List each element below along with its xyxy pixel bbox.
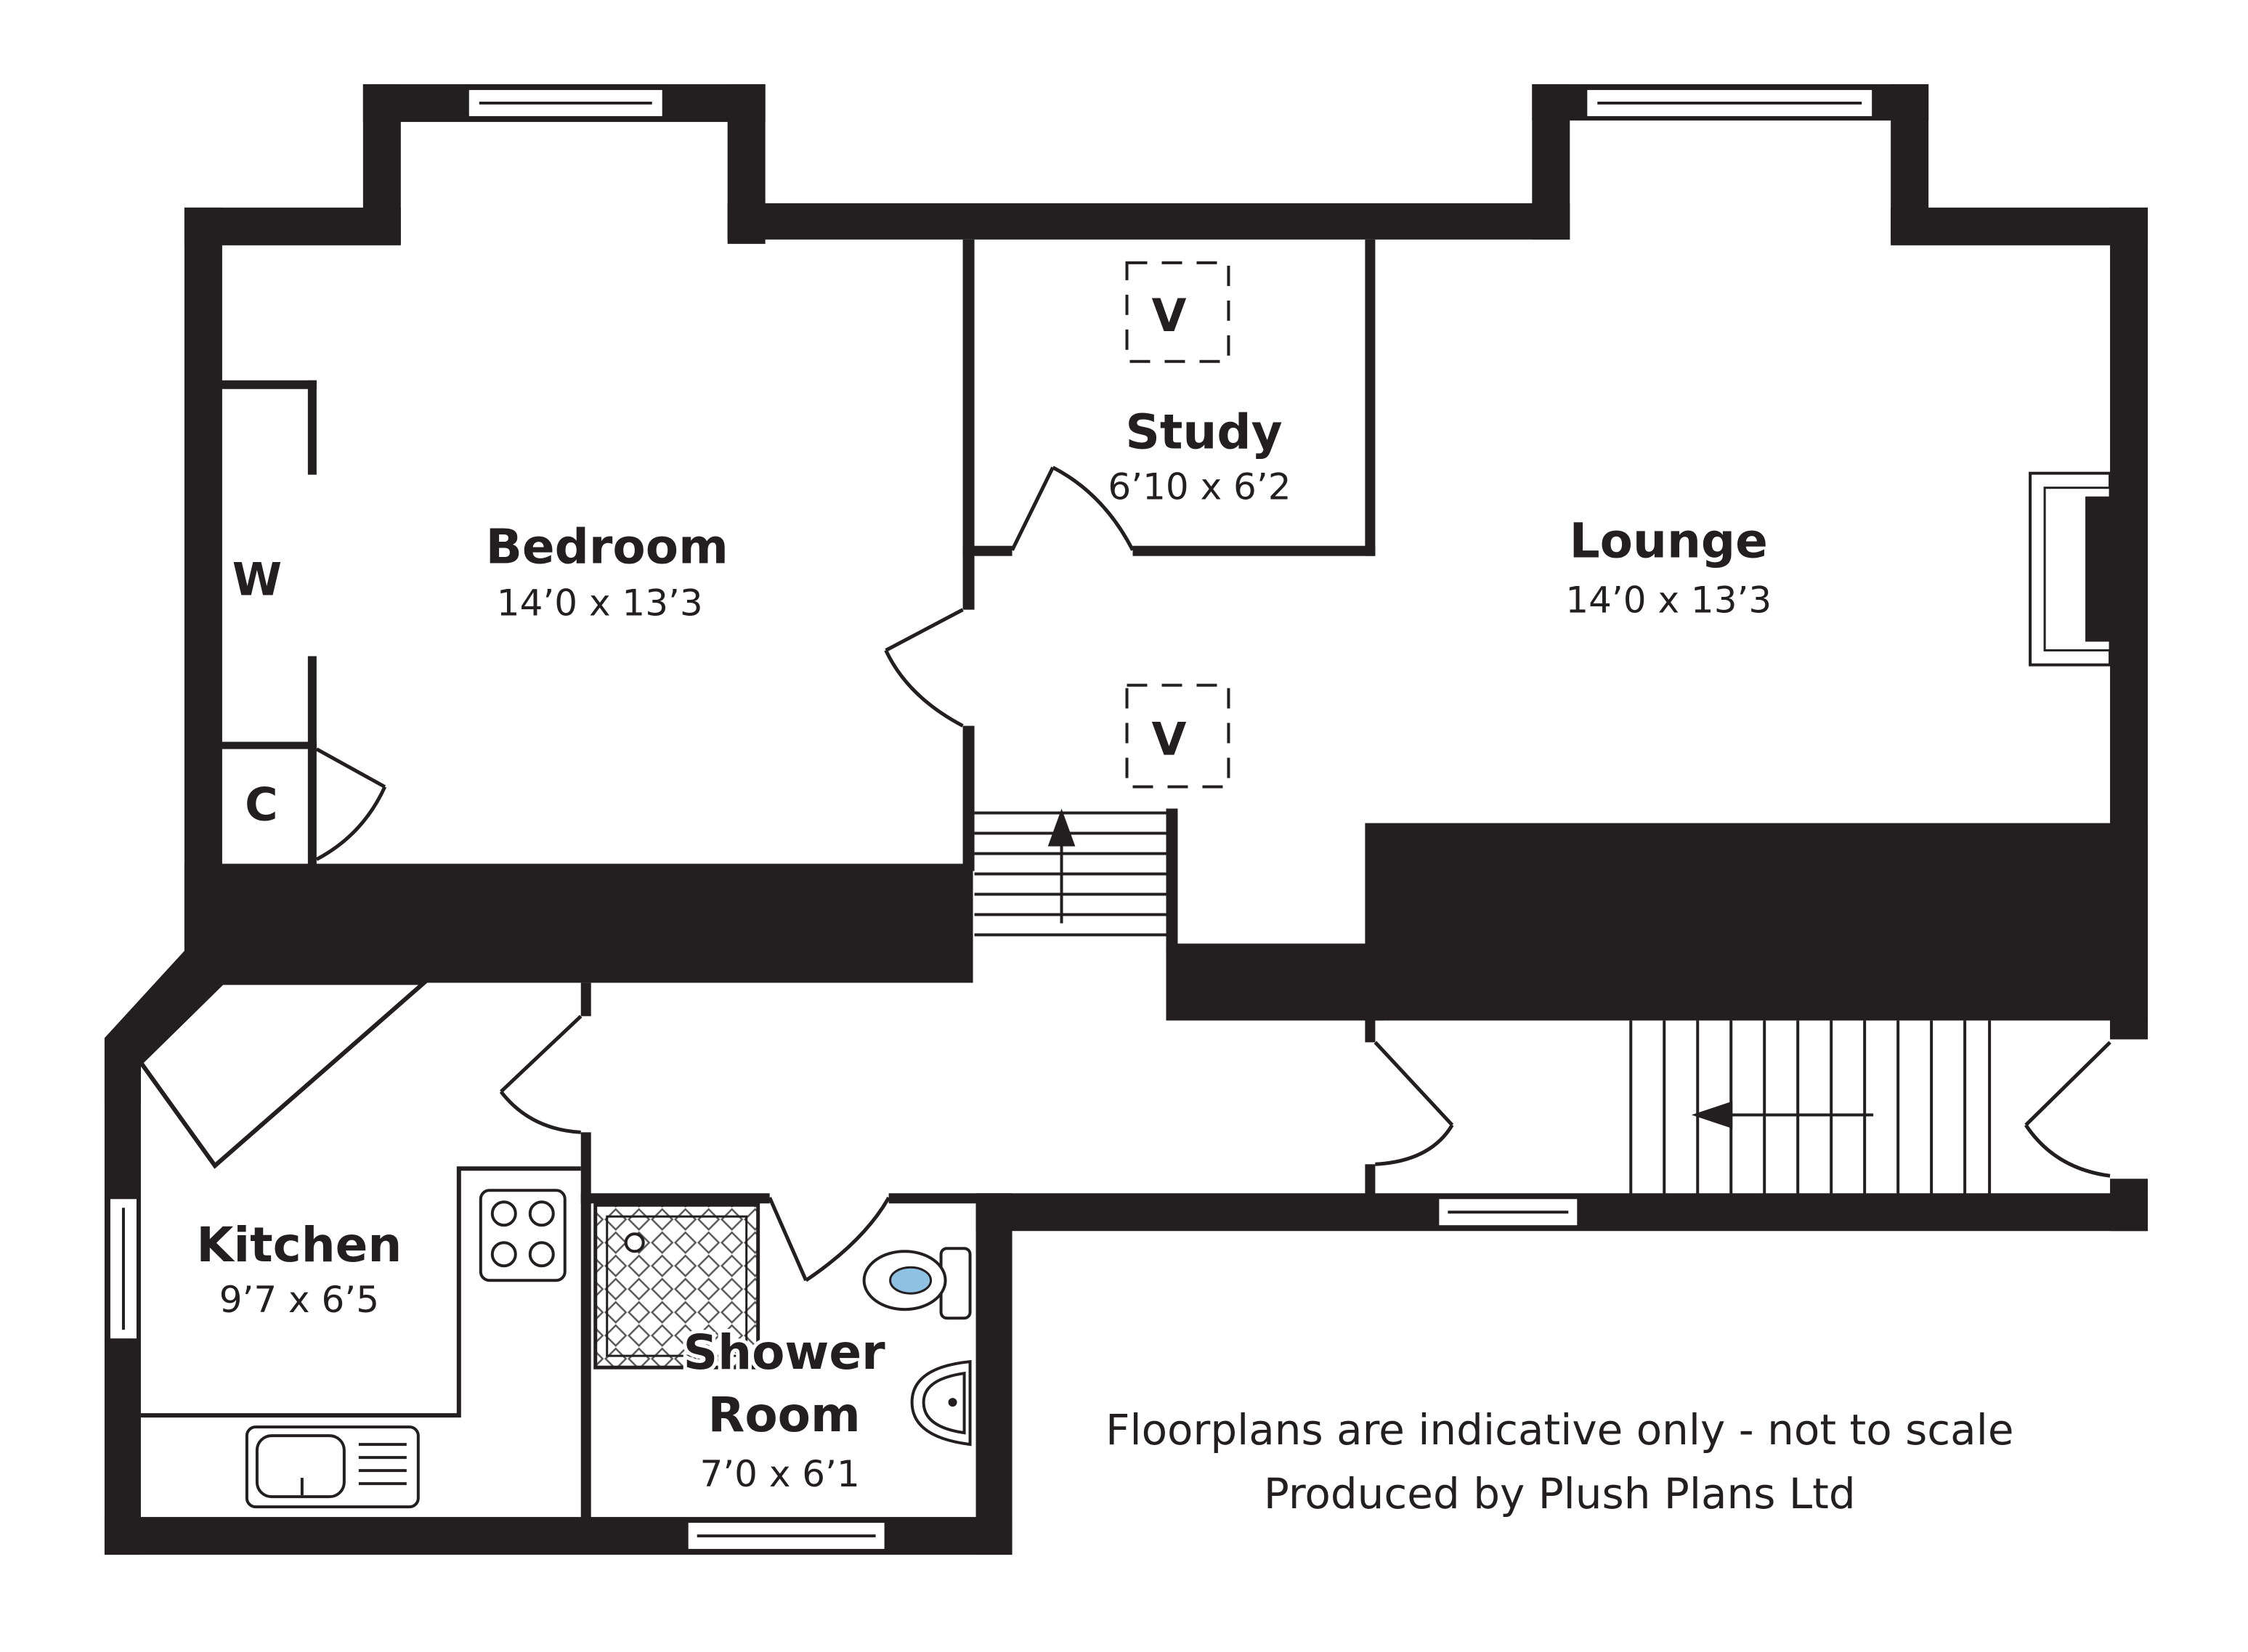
footnote: Floorplans are indicative only - not to … xyxy=(1105,1405,2013,1518)
wall-hall-divider-top xyxy=(1365,1016,1376,1043)
wall-study-lounge xyxy=(1365,239,1376,556)
window-icon xyxy=(685,1520,888,1553)
door-swing-icon xyxy=(2024,1041,2111,1178)
wall-landing-right xyxy=(1166,808,1178,954)
room-labels: Bedroom 14’0 x 13’3 Study 6’10 x 6’2 Lou… xyxy=(196,289,1772,1495)
wall-hall-divider-bottom xyxy=(1365,1164,1376,1201)
wall-top-middle xyxy=(727,203,1570,240)
lounge-dims: 14’0 x 13’3 xyxy=(1565,579,1772,622)
void-outline-study xyxy=(1125,261,1230,363)
window-icon xyxy=(466,86,665,119)
wardrobe-marker: W xyxy=(232,553,282,606)
sink-icon xyxy=(245,1425,420,1509)
void-marker-study: V xyxy=(1151,289,1186,342)
wall-block-bedroom-bottom xyxy=(184,863,973,983)
door-swing-icon xyxy=(499,1014,583,1134)
door-swing-icon xyxy=(1373,1041,1454,1166)
wall-bedroom-study xyxy=(962,239,975,610)
shower-room-name-line2: Room xyxy=(708,1387,861,1443)
credit-text: Produced by Plush Plans Ltd xyxy=(1264,1469,1856,1518)
hob-icon xyxy=(479,1189,567,1282)
window-icon xyxy=(1436,1196,1581,1229)
window-icon xyxy=(107,1196,139,1342)
wall-bedroom-hall-lower xyxy=(962,725,975,871)
kitchen-worktop xyxy=(140,1166,581,1418)
wall-left-outer xyxy=(184,207,222,963)
stairs-upper xyxy=(974,808,1169,937)
shower-room-dims: 7’0 x 6’1 xyxy=(700,1453,860,1495)
void-marker-landing: V xyxy=(1151,713,1186,766)
kitchen-name: Kitchen xyxy=(196,1217,402,1273)
wall-study-bottom-left xyxy=(962,545,1013,556)
bedroom-name: Bedroom xyxy=(486,519,729,575)
wall-shower-top-left xyxy=(580,1193,770,1204)
wall-lounge-top-right xyxy=(1891,207,2148,245)
window-icon xyxy=(1584,86,1875,119)
wall-study-bottom-right xyxy=(1132,545,1376,556)
windows xyxy=(107,86,1875,1553)
wall-block-stair-bottom xyxy=(1166,943,1384,1021)
door-swing-icon xyxy=(768,1197,890,1282)
door-swing-icon xyxy=(884,608,964,728)
shower-room-name-line1: Shower xyxy=(683,1325,885,1380)
wall-cupboard-right xyxy=(307,741,317,867)
stairs-lower xyxy=(1629,1020,1992,1197)
wall-shower-top-right xyxy=(888,1193,1013,1204)
door-swing-icon xyxy=(315,747,387,861)
wall-bottom-right-stub xyxy=(2110,1179,2148,1232)
wall-kitchen-hall-upper xyxy=(580,982,591,1017)
wall-cupboard-top xyxy=(217,741,317,749)
void-outline-landing xyxy=(1125,683,1230,789)
wall-block-lounge-bottom xyxy=(1365,823,2148,1021)
kitchen-dims: 9’7 x 6’5 xyxy=(219,1279,379,1321)
bedroom-dims: 14’0 x 13’3 xyxy=(497,582,703,624)
stair-arrow-icon xyxy=(1047,808,1076,924)
fireplace-icon xyxy=(2029,471,2112,667)
wall-wardrobe-top xyxy=(217,380,317,389)
wall-kitchen-hall-lower xyxy=(580,1132,591,1528)
study-name: Study xyxy=(1125,404,1282,460)
doors xyxy=(315,465,2111,1282)
stair-arrow-icon xyxy=(1691,1101,1874,1129)
cupboard-marker: C xyxy=(245,778,277,831)
toilet-icon xyxy=(862,1247,972,1320)
study-dims: 6’10 x 6’2 xyxy=(1108,466,1291,508)
wall-shower-right xyxy=(975,1197,1013,1555)
wall-wardrobe-right-top xyxy=(307,380,317,475)
wall-hall-right-bottom-stub xyxy=(2110,1016,2148,1040)
lounge-name: Lounge xyxy=(1570,513,1768,569)
disclaimer-text: Floorplans are indicative only - not to … xyxy=(1105,1405,2013,1454)
wall-wardrobe-right-bottom xyxy=(307,656,317,746)
kitchen-diagonal-unit xyxy=(138,980,430,1169)
basin-icon xyxy=(910,1359,972,1446)
shower-tray-icon xyxy=(593,1203,760,1370)
door-swing-icon xyxy=(1010,465,1135,551)
